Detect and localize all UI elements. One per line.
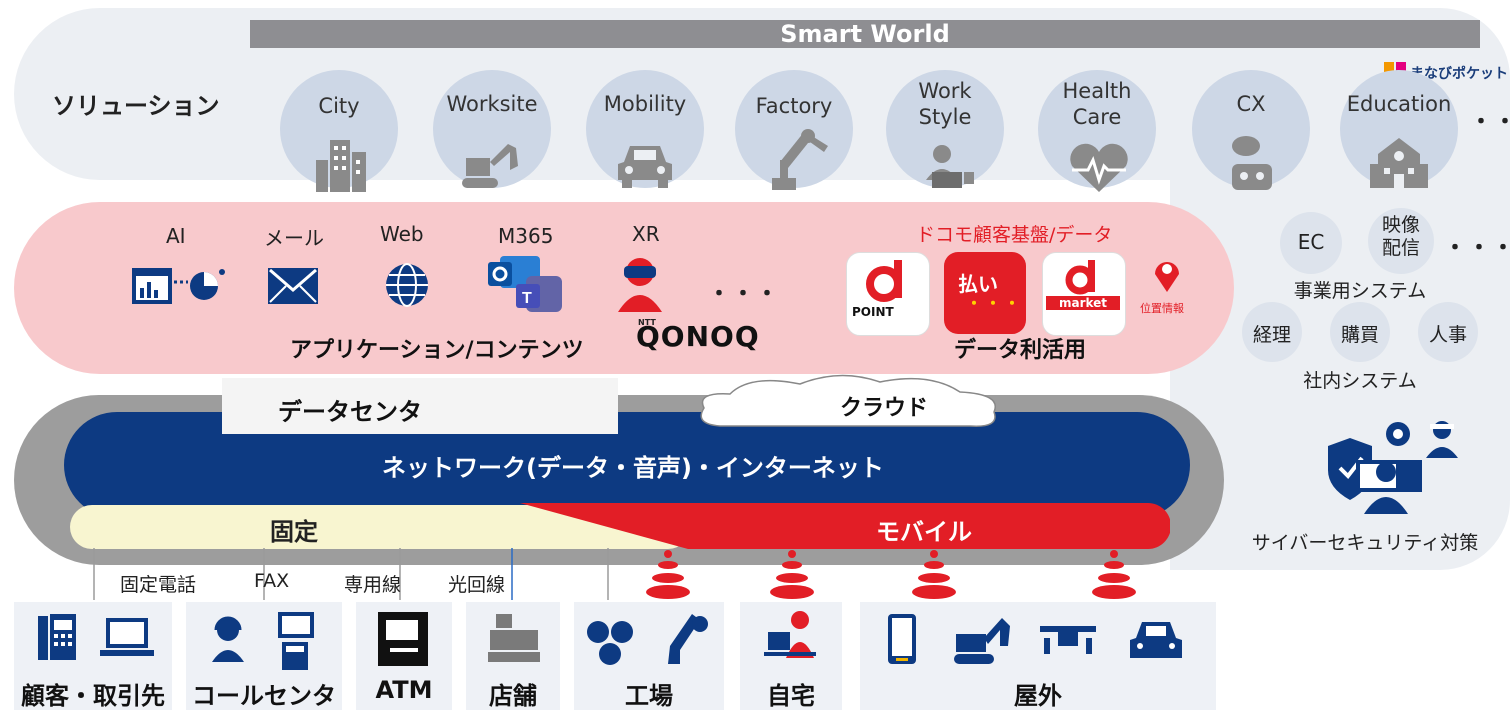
ai-label: AI <box>166 224 186 248</box>
atm-label: ATM <box>375 676 433 704</box>
cash-register-icon <box>488 614 540 662</box>
dmarket-logo <box>1042 252 1126 336</box>
connector-lines <box>93 548 609 600</box>
solutions-more: ・・・ <box>1470 110 1512 135</box>
m365-apps-icon: T <box>488 256 562 312</box>
phone-laptop-icon <box>38 614 154 660</box>
mail-label: メール <box>264 226 324 250</box>
solution-label: Education <box>1346 92 1452 116</box>
solution-label: Mobility <box>603 92 687 116</box>
endpoint-callcenter <box>186 602 342 710</box>
solution-label: Worksite <box>446 92 538 116</box>
home-label: 自宅 <box>767 682 815 710</box>
manabi-pocket-label: まなびポケット <box>1410 66 1508 82</box>
datacenter-box <box>222 378 618 434</box>
business-system-label: 事業用システム <box>1293 280 1427 302</box>
chatbot-icon <box>1232 136 1272 190</box>
home-worker-icon <box>764 611 816 658</box>
dpoint-d-icon <box>866 260 902 302</box>
qonoq-logo: QONOQ <box>636 320 760 353</box>
ec-label: EC <box>1297 230 1325 254</box>
fixed-label: 固定 <box>270 518 318 546</box>
solution-label: Health Care <box>1062 79 1132 129</box>
solution-workstyle[interactable] <box>886 70 1004 188</box>
robot-arm-icon <box>772 129 828 190</box>
solution-worksite[interactable] <box>433 70 551 188</box>
ai-analytics-icon <box>132 268 225 304</box>
atm-icon <box>378 612 428 666</box>
laptop-worker-icon <box>926 145 974 188</box>
dpay-dots: ・・・ <box>966 294 1024 313</box>
docomo-data-label: ドコモ顧客基盤/データ <box>916 224 1113 246</box>
purchasing-circle <box>1330 302 1390 362</box>
dpay-label: 払い <box>958 272 998 296</box>
client-label: 顧客・取引先 <box>21 682 165 710</box>
cloud-shape <box>700 374 996 427</box>
solutions-title: ソリューション <box>52 92 220 120</box>
mobile-label: モバイル <box>876 518 972 546</box>
web-label: Web <box>380 222 424 246</box>
factory-gauges-robot-icon <box>587 614 708 665</box>
line-label: 専用線 <box>344 574 402 596</box>
wireless-signal-icon <box>1092 550 1136 599</box>
heart-pulse-icon <box>1070 143 1128 192</box>
cyber-security-label: サイバーセキュリティ対策 <box>1251 532 1479 554</box>
mobile-band <box>520 503 1170 549</box>
smart-world-bar: Smart World <box>250 20 1480 48</box>
accounting-label: 経理 <box>1252 324 1291 346</box>
hr-label: 人事 <box>1428 324 1467 346</box>
car-icon <box>618 146 672 188</box>
data-utilization-label: データ利活用 <box>954 338 1087 363</box>
store-label: 店舗 <box>489 682 537 710</box>
location-label: 位置情報 <box>1140 302 1184 315</box>
vr-headset-icon <box>618 258 662 312</box>
solution-label: CX <box>1236 92 1266 116</box>
solution-label: City <box>318 94 360 118</box>
line-label: FAX <box>254 570 290 592</box>
purchasing-label: 購買 <box>1340 324 1379 346</box>
ec-circle <box>1280 212 1342 274</box>
apps-contents-label: アプリケーション/コンテンツ <box>290 338 584 363</box>
solution-label: Work Style <box>918 79 972 129</box>
internal-system-label: 社内システム <box>1303 370 1417 392</box>
solution-label: Factory <box>755 94 833 118</box>
globe-icon <box>386 263 428 307</box>
accounting-circle <box>1242 302 1302 362</box>
location-pin-icon <box>1155 262 1179 292</box>
wireless-signal-icon <box>770 550 814 599</box>
network-label: ネットワーク(データ・音声)・インターネット <box>382 454 884 482</box>
factory-label: 工場 <box>625 682 673 710</box>
excavator-icon <box>462 144 518 188</box>
outdoor-devices-icon <box>888 614 1182 664</box>
building-icon <box>316 140 366 192</box>
apps-more: ・・・ <box>708 282 781 307</box>
video-circle <box>1368 208 1434 274</box>
ntt-label: NTT <box>638 318 656 327</box>
dpoint-label: POINT <box>852 305 894 319</box>
datacenter-label: データセンタ <box>278 398 422 426</box>
dmarket-d-icon <box>1065 260 1095 295</box>
solution-factory[interactable] <box>735 70 853 188</box>
line-label: 光回線 <box>448 574 506 596</box>
svg-text:T: T <box>522 290 532 307</box>
cloud-label: クラウド <box>840 396 929 421</box>
xr-label: XR <box>632 222 660 246</box>
video-label: 映像 配信 <box>1381 214 1420 259</box>
operator-icon <box>212 612 314 670</box>
wireless-signal-icon <box>646 550 690 599</box>
school-icon <box>1370 138 1428 188</box>
hr-circle <box>1418 302 1478 362</box>
m365-label: M365 <box>498 224 554 248</box>
business-more: ・・・ <box>1444 236 1512 261</box>
outdoor-label: 屋外 <box>1014 682 1062 710</box>
cyber-security-icon <box>1328 421 1458 514</box>
dmarket-label: market <box>1046 296 1120 310</box>
wireless-signal-icon <box>912 550 956 599</box>
callcenter-label: コールセンタ <box>192 682 336 710</box>
line-label: 固定電話 <box>120 574 197 596</box>
mail-icon <box>268 268 318 304</box>
dpay-logo <box>944 252 1026 334</box>
